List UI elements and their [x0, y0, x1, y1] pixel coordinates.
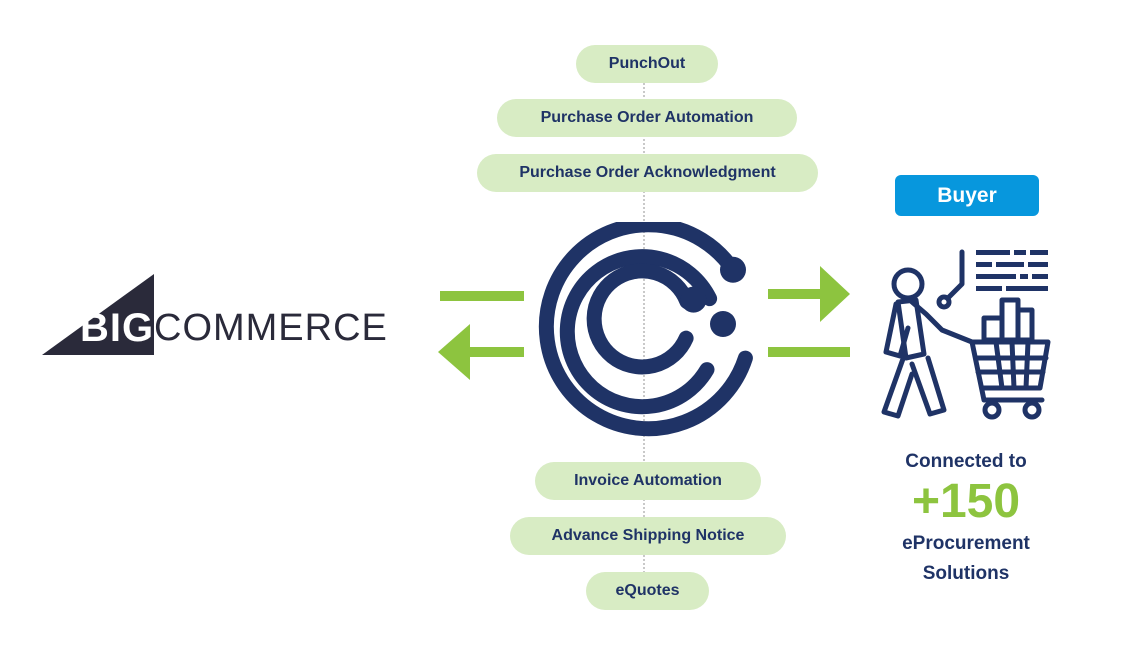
- left-arrows-icon: [438, 291, 524, 380]
- pill-purchase-order-automation: Purchase Order Automation: [497, 99, 797, 137]
- logo-commerce-text: COMMERCE: [154, 307, 388, 349]
- buyer-badge: Buyer: [895, 175, 1039, 216]
- right-arrows-icon: [768, 266, 850, 357]
- bigcommerce-triangle-icon: [42, 274, 154, 355]
- connector-line: [643, 80, 645, 585]
- pill-advance-shipping-notice: Advance Shipping Notice: [510, 517, 786, 555]
- bigcommerce-logo: BIG COMMERCE: [42, 274, 402, 356]
- pill-equotes: eQuotes: [586, 572, 709, 610]
- eprocurement-text: eProcurement: [902, 533, 1030, 554]
- pill-purchase-order-acknowledgment: Purchase Order Acknowledgment: [477, 154, 818, 192]
- connected-count: +150: [911, 475, 1021, 528]
- circular-connector-icon: [538, 222, 753, 437]
- pill-invoice-automation: Invoice Automation: [535, 462, 761, 500]
- shopper-with-cart-icon: [881, 249, 1051, 420]
- connected-to-text: Connected to: [905, 451, 1027, 472]
- pill-punchout: PunchOut: [576, 45, 718, 83]
- logo-big-text: BIG: [80, 306, 155, 350]
- solutions-text: Solutions: [922, 563, 1010, 584]
